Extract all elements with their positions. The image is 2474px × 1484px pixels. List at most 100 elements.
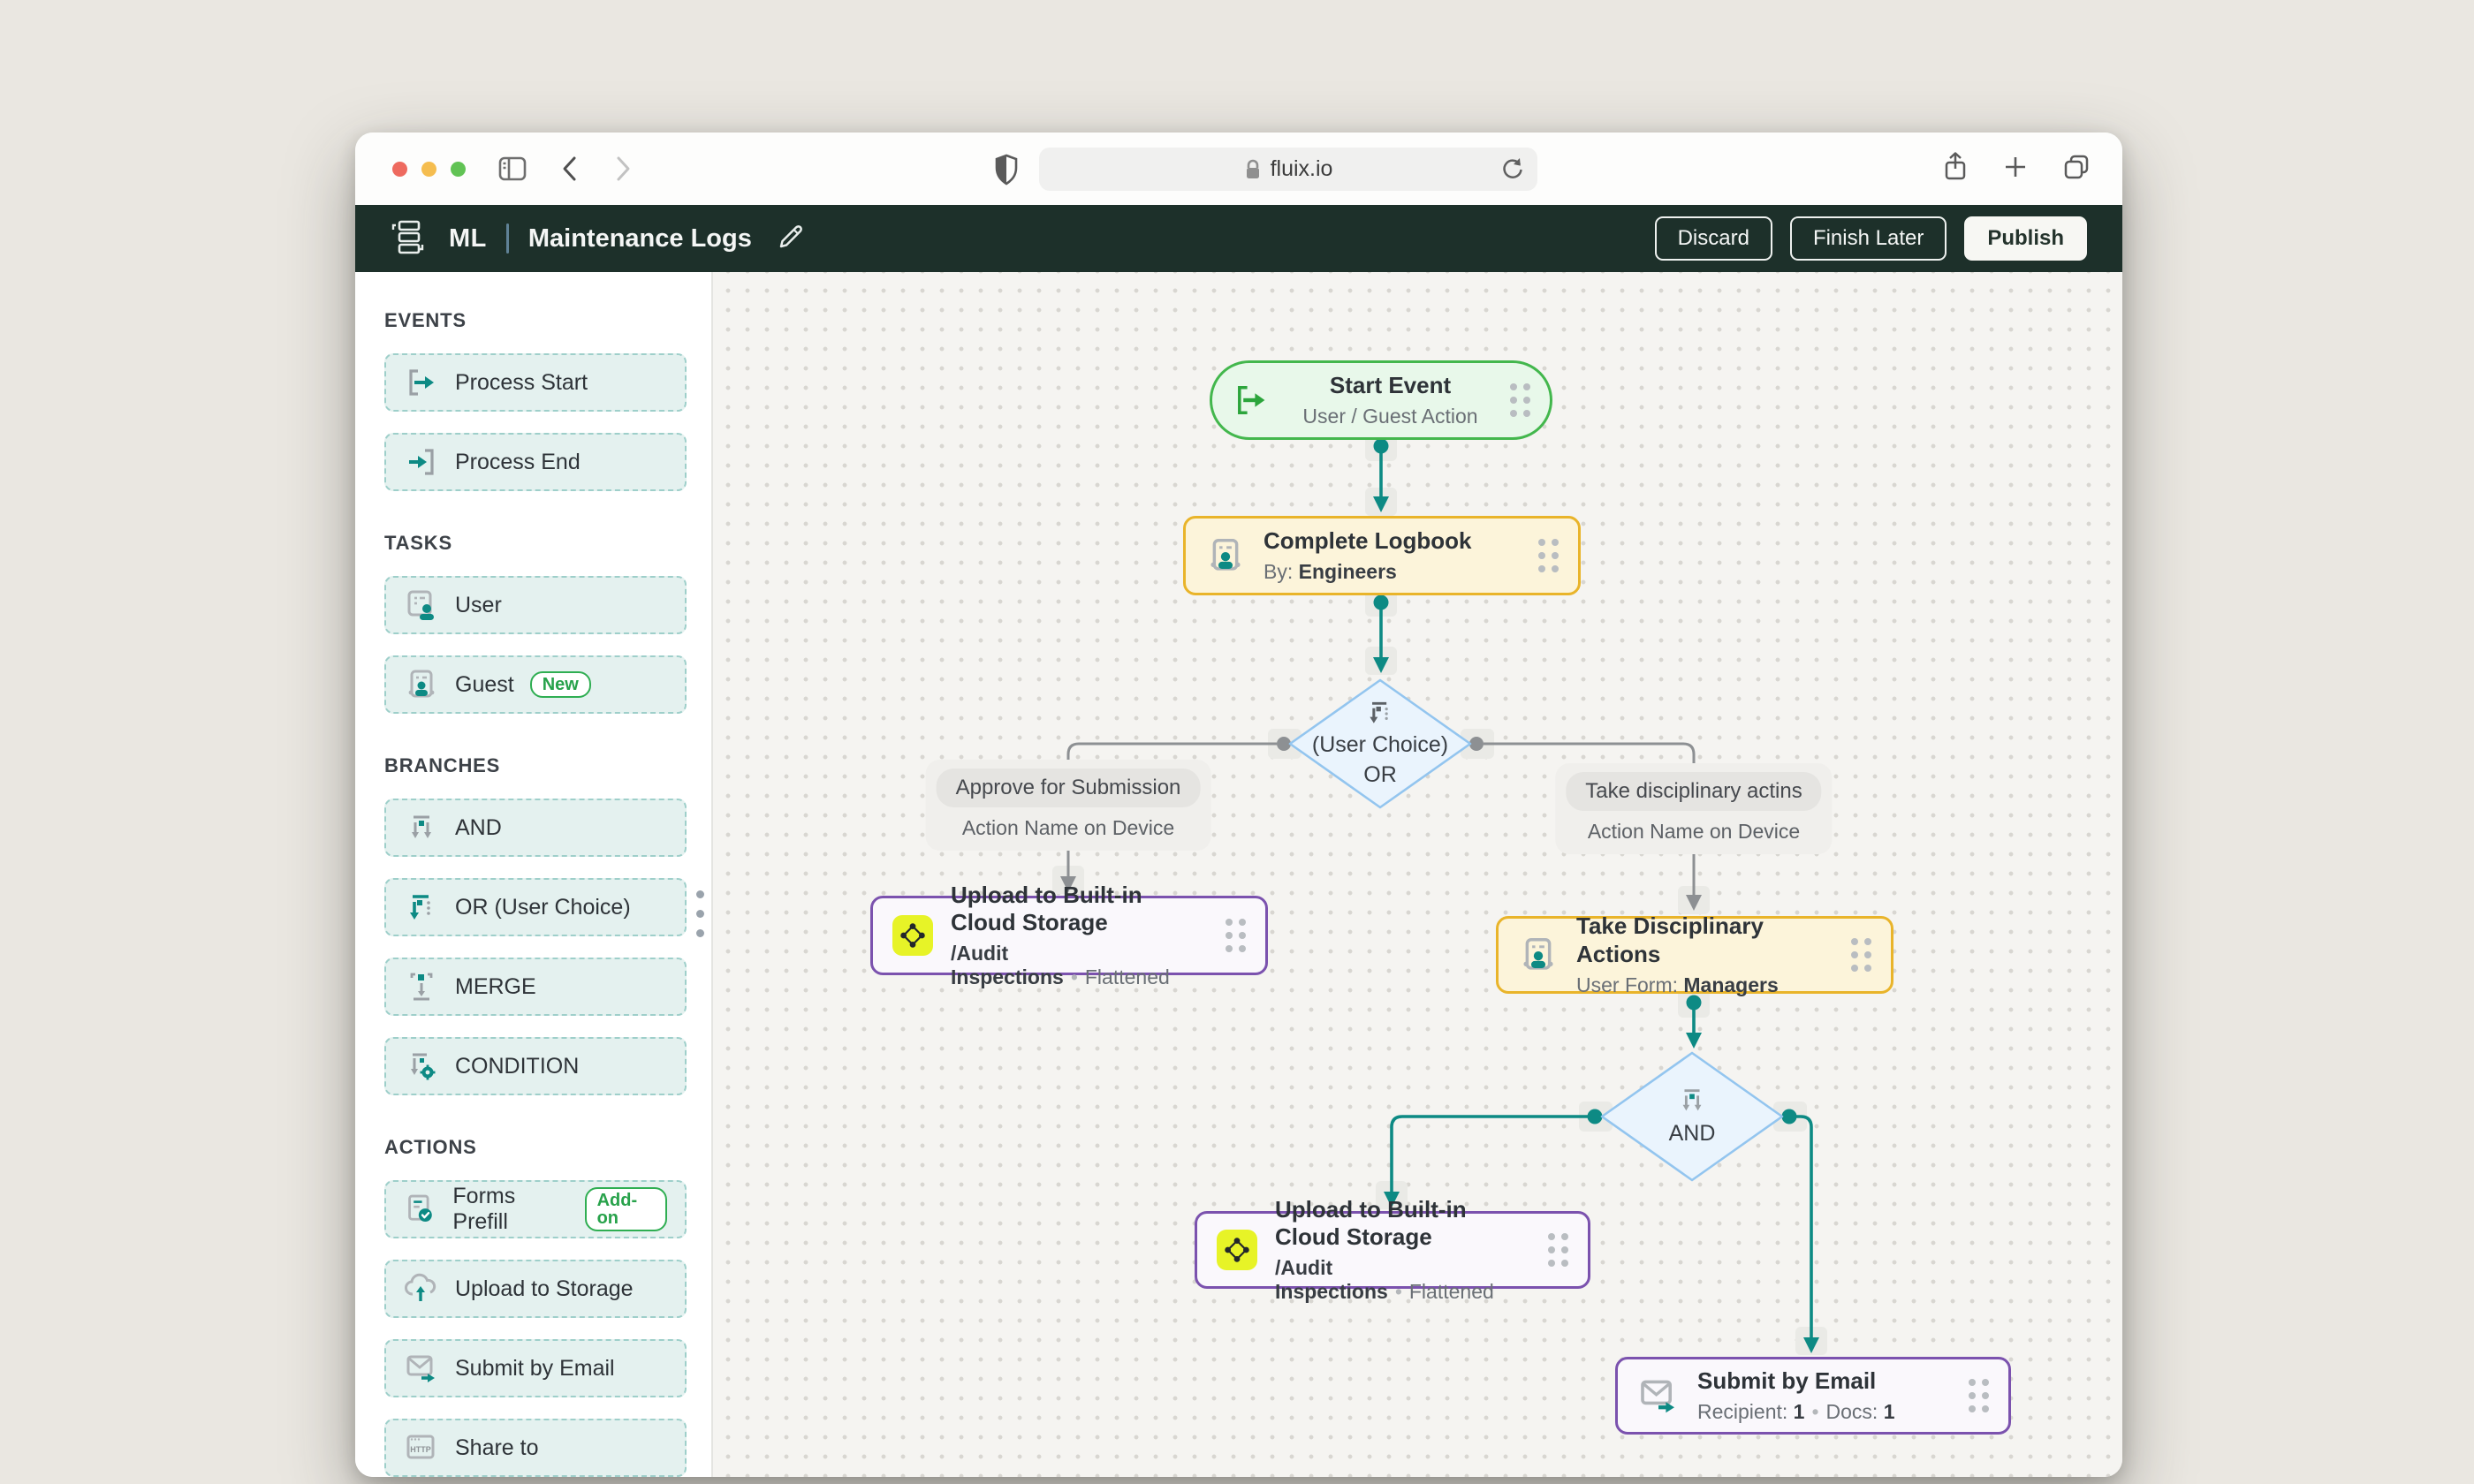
node-subtitle: /Audit Inspections•Flattened xyxy=(1275,1256,1494,1304)
item-label: Forms Prefill xyxy=(452,1184,516,1234)
sidebar-item-process-end[interactable]: Process End xyxy=(384,433,687,491)
reload-icon[interactable] xyxy=(1500,156,1525,189)
section-tasks-label: TASKS xyxy=(384,532,452,554)
upload-to-storage-icon xyxy=(405,1273,436,1301)
app-header: ML Maintenance Logs Discard Finish Later… xyxy=(355,205,2122,272)
submit-by-email-icon xyxy=(1641,1380,1674,1413)
drag-handle[interactable] xyxy=(1226,919,1246,952)
forms-prefill-icon xyxy=(408,1194,432,1223)
browser-chrome: fluix.io xyxy=(355,132,2122,205)
drag-handle[interactable] xyxy=(1510,383,1530,417)
node-take-disciplinary-actions[interactable]: Take Disciplinary Actions User Form: Man… xyxy=(1496,912,1893,996)
item-label: Process Start xyxy=(455,369,588,395)
item-label: AND xyxy=(455,814,502,840)
gateway-type: OR xyxy=(1363,762,1397,787)
guest-task-icon xyxy=(408,670,435,698)
node-title: Start Event xyxy=(1329,371,1452,398)
browser-window: fluix.io ML Maintenance Logs xyxy=(355,132,2122,1477)
merge-branch-icon xyxy=(410,973,433,1001)
process-end-icon xyxy=(409,449,434,475)
drag-handle[interactable] xyxy=(1548,1233,1568,1267)
publish-button[interactable]: Publish xyxy=(1964,216,2087,261)
lock-icon xyxy=(1246,159,1259,178)
node-complete-logbook[interactable]: Complete Logbook By: Engineers xyxy=(1183,516,1581,595)
sidebar-item-and[interactable]: AND xyxy=(384,799,687,857)
item-label: Submit by Email xyxy=(455,1355,615,1381)
sidebar-item-guest[interactable]: Guest New xyxy=(384,655,687,714)
sidebar-item-upload-to-storage[interactable]: Upload to Storage xyxy=(384,1260,687,1318)
gateway-label: (User Choice) xyxy=(1311,731,1449,757)
branch-action-hint: Action Name on Device xyxy=(961,816,1175,839)
node-subtitle: /Audit Inspections•Flattened xyxy=(951,942,1170,989)
sidebar-item-condition[interactable]: CONDITION xyxy=(384,1037,687,1095)
sidebar-item-merge[interactable]: MERGE xyxy=(384,958,687,1016)
item-label: Upload to Storage xyxy=(455,1276,634,1301)
node-and-gateway[interactable]: AND xyxy=(1599,1050,1785,1183)
sidebar-item-or-user-choice[interactable]: OR (User Choice) xyxy=(384,878,687,936)
and-branch-icon xyxy=(1682,1089,1702,1111)
forward-button[interactable] xyxy=(612,154,634,184)
new-badge: New xyxy=(529,671,591,698)
address-bar[interactable]: fluix.io xyxy=(1039,148,1537,191)
share-icon[interactable] xyxy=(1942,151,1969,187)
workflow-title: Maintenance Logs xyxy=(527,223,752,253)
workflow-canvas[interactable]: Start Event User / Guest Action Complete… xyxy=(713,272,2122,1477)
branch-action-name[interactable]: Take disciplinary actins xyxy=(1566,772,1822,811)
sidebar-item-share-to[interactable]: HTTP Share to xyxy=(384,1419,687,1477)
cloud-storage-app-icon xyxy=(892,915,933,956)
sidebar-item-process-start[interactable]: Process Start xyxy=(384,353,687,412)
node-title: Submit by Email xyxy=(1697,1367,1877,1394)
submit-by-email-icon xyxy=(406,1355,435,1382)
header-divider xyxy=(505,223,509,254)
gateway-type: AND xyxy=(1668,1120,1716,1146)
sidebar-toggle-icon[interactable] xyxy=(497,155,527,182)
item-label: CONDITION xyxy=(455,1053,580,1079)
branch-action-name[interactable]: Approve for Submission xyxy=(936,768,1201,807)
drag-handle[interactable] xyxy=(1851,938,1871,972)
node-subtitle: User Form: Managers xyxy=(1576,973,1779,996)
node-start-event[interactable]: Start Event User / Guest Action xyxy=(1210,360,1552,440)
close-window-button[interactable] xyxy=(392,161,407,177)
traffic-lights xyxy=(392,161,466,177)
condition-branch-icon xyxy=(411,1053,436,1080)
sidebar-item-user[interactable]: User xyxy=(384,576,687,634)
cloud-storage-app-icon xyxy=(1217,1230,1257,1270)
section-branches: BRANCHES AND OR (User Choice) MERGE COND… xyxy=(384,754,687,1095)
guest-task-icon xyxy=(1210,539,1241,571)
item-label: Process End xyxy=(455,449,581,474)
drag-handle[interactable] xyxy=(1969,1379,1989,1412)
process-start-icon xyxy=(1238,385,1265,415)
new-tab-icon[interactable] xyxy=(2002,154,2029,185)
edit-title-icon[interactable] xyxy=(775,221,807,257)
sidebar-item-submit-by-email[interactable]: Submit by Email xyxy=(384,1339,687,1397)
back-button[interactable] xyxy=(559,154,581,184)
workflow-logo-icon[interactable] xyxy=(391,218,426,260)
item-label: User xyxy=(455,592,502,617)
node-upload-cloud-storage-2[interactable]: Upload to Built-in Cloud Storage /Audit … xyxy=(1195,1196,1590,1303)
node-submit-by-email[interactable]: Submit by Email Recipient: 1•Docs: 1 xyxy=(1615,1357,2011,1435)
item-label: Share to xyxy=(455,1435,539,1460)
node-or-gateway[interactable]: (User Choice) OR xyxy=(1287,678,1473,810)
sidebar-item-forms-prefill[interactable]: Forms Prefill Add-on xyxy=(384,1180,687,1238)
node-title: Upload to Built-in Cloud Storage xyxy=(1275,1195,1467,1250)
zoom-window-button[interactable] xyxy=(451,161,466,177)
section-events: EVENTS Process Start Process End xyxy=(384,309,687,491)
svg-text:HTTP: HTTP xyxy=(410,1445,431,1454)
branch-label-approve[interactable]: Approve for Submission Action Name on De… xyxy=(925,760,1211,851)
panel-resize-handle[interactable] xyxy=(696,890,704,937)
finish-later-button[interactable]: Finish Later xyxy=(1789,216,1947,261)
node-title: Take Disciplinary Actions xyxy=(1576,912,1764,967)
or-branch-icon xyxy=(1370,701,1388,723)
section-actions-label: ACTIONS xyxy=(384,1136,477,1158)
node-subtitle: User / Guest Action xyxy=(1302,405,1478,428)
node-upload-cloud-storage-1[interactable]: Upload to Built-in Cloud Storage /Audit … xyxy=(870,882,1268,988)
privacy-shield-icon[interactable] xyxy=(993,154,1020,190)
discard-button[interactable]: Discard xyxy=(1654,216,1772,261)
branch-label-disciplinary[interactable]: Take disciplinary actins Action Name on … xyxy=(1555,763,1833,854)
drag-handle[interactable] xyxy=(1538,539,1559,572)
branch-action-hint: Action Name on Device xyxy=(1587,820,1801,843)
tab-overview-icon[interactable] xyxy=(2062,153,2091,186)
process-start-icon xyxy=(409,369,434,396)
minimize-window-button[interactable] xyxy=(421,161,436,177)
node-title: Complete Logbook xyxy=(1264,526,1472,554)
